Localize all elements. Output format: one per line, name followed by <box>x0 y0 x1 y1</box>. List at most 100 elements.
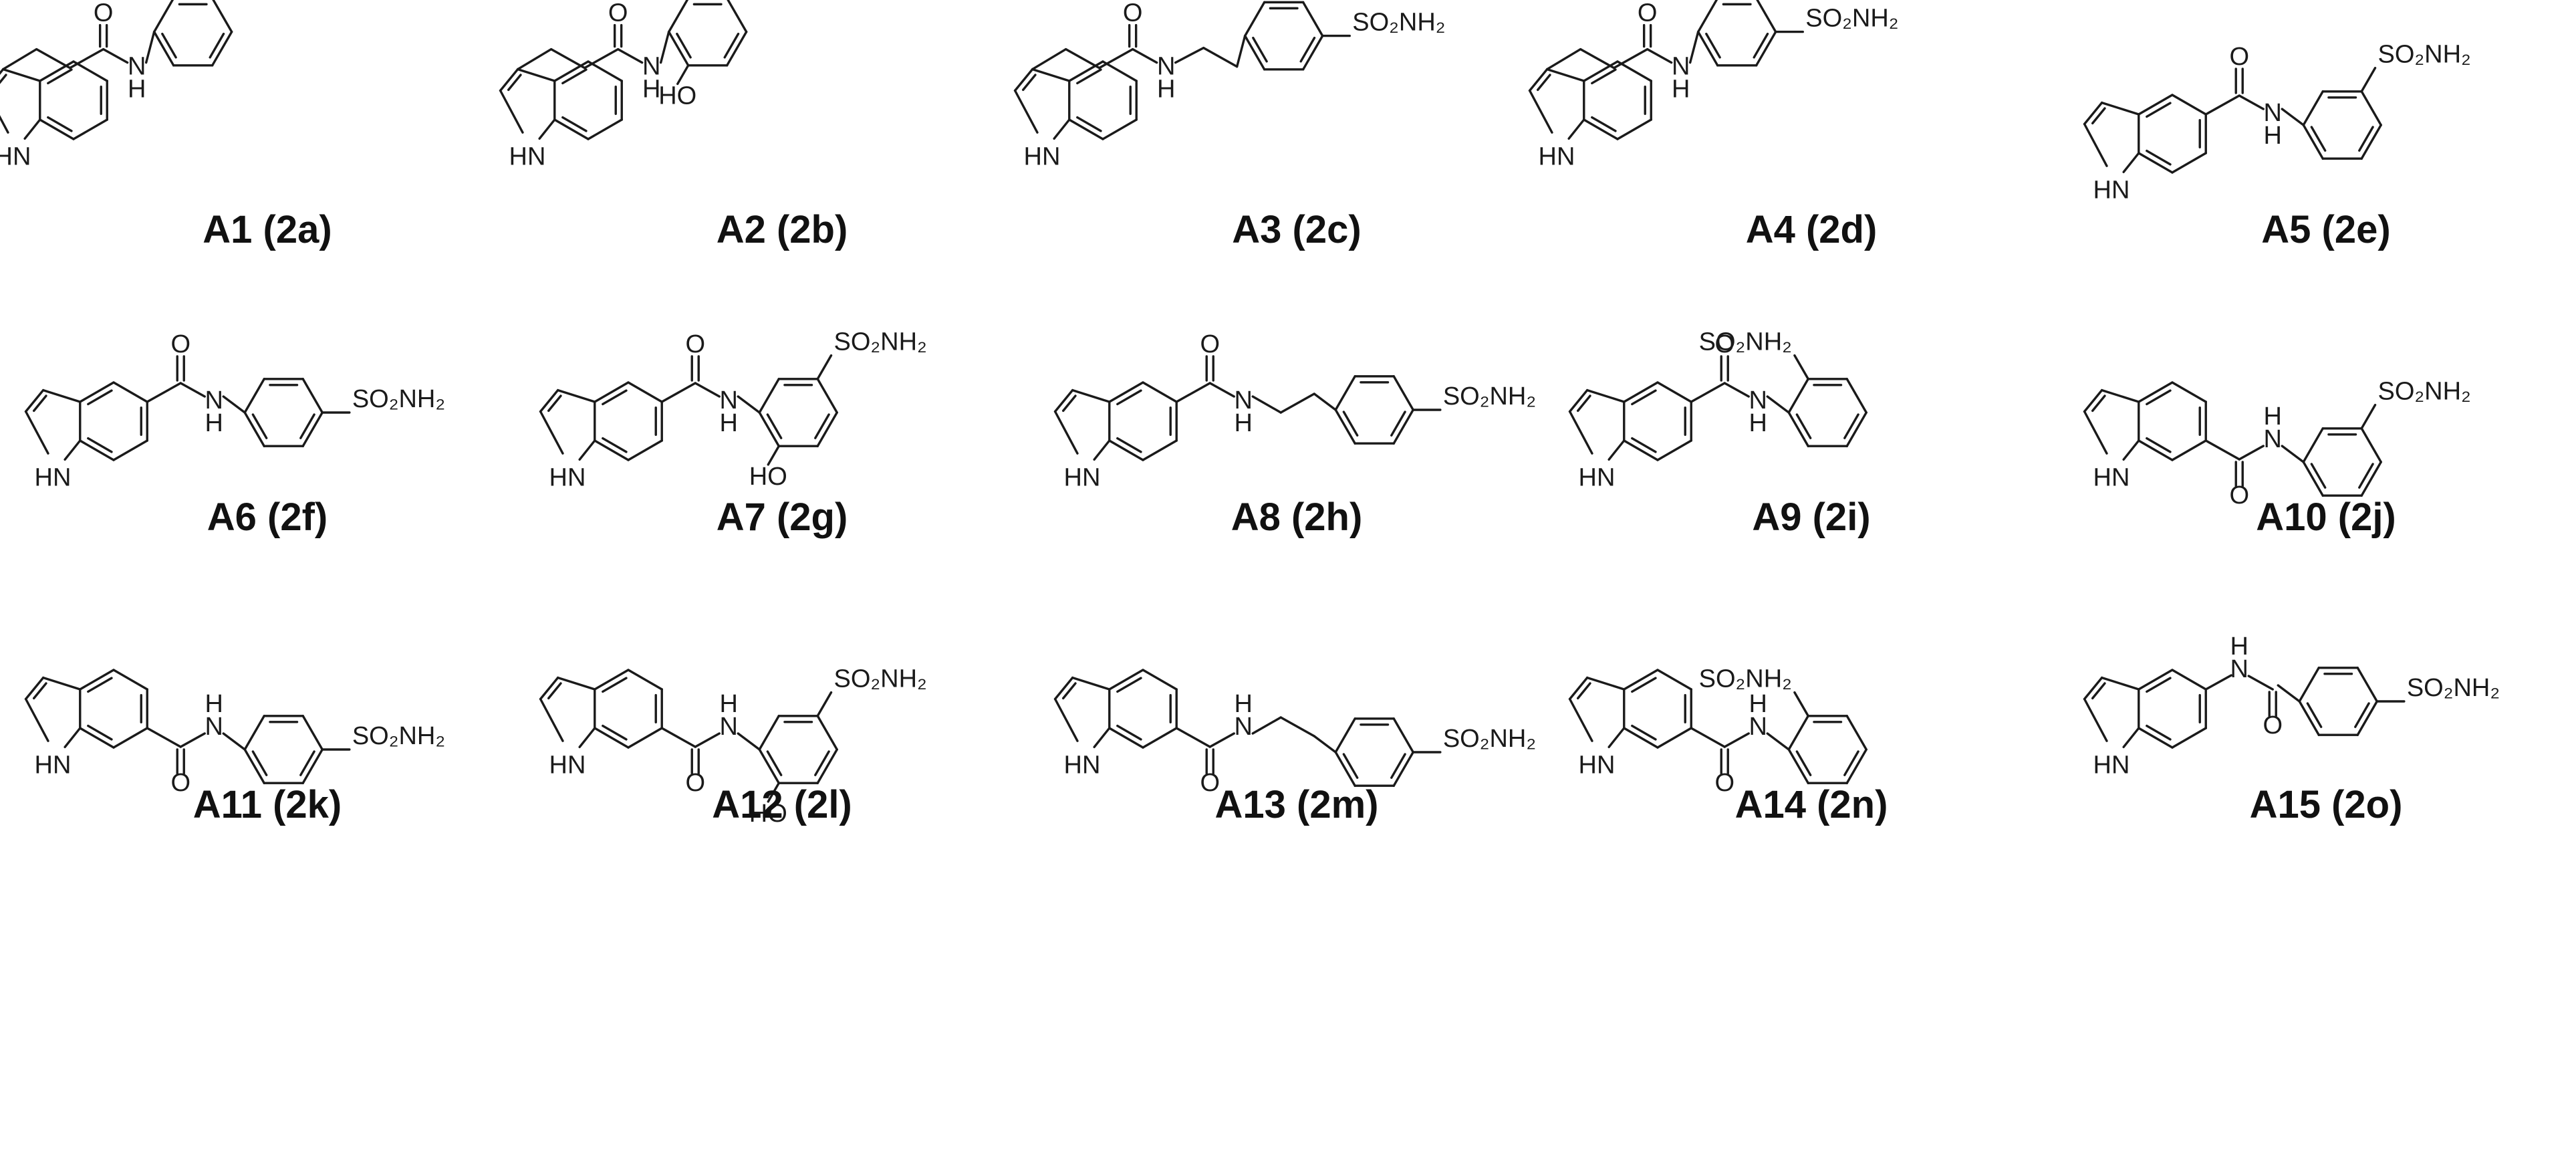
carbonyl-o-label: O <box>685 330 705 358</box>
nh-ring-label: HN <box>1579 464 1616 492</box>
bond-line <box>2146 437 2172 453</box>
bond-line <box>79 439 115 461</box>
bond-line <box>79 727 115 749</box>
bond-line <box>727 0 748 33</box>
carbonyl-o-label: O <box>1714 330 1734 358</box>
bond-line <box>47 68 73 85</box>
amide-h-label: H <box>1235 409 1253 437</box>
bond-line <box>578 439 596 461</box>
bond-line <box>539 410 564 455</box>
bond-line <box>1577 682 1591 700</box>
bond-line <box>72 60 108 82</box>
bond-line <box>627 381 663 403</box>
bond-line <box>2171 381 2207 403</box>
bond-line <box>2122 727 2140 748</box>
bond-line <box>1 68 41 82</box>
bond-line <box>2356 667 2378 703</box>
bond-line <box>39 60 75 82</box>
bond-line <box>816 354 833 380</box>
bond-line <box>2360 403 2377 430</box>
bond-line <box>1243 34 1266 71</box>
carbonyl-o-label: O <box>1200 769 1220 797</box>
bond-line <box>539 388 559 413</box>
bond-line <box>676 32 692 59</box>
bond-line <box>1607 439 1626 461</box>
bond-line <box>1062 682 1077 700</box>
bond-line <box>1102 118 1138 140</box>
bond-line <box>2122 439 2140 461</box>
sulfonamide-label: SO₂NH₂ <box>1699 328 1792 356</box>
bond-line <box>1787 715 1809 751</box>
bond-line <box>2306 702 2323 728</box>
bond-line <box>1631 437 1657 453</box>
bond-line <box>1623 669 1659 691</box>
bond-line <box>538 118 556 140</box>
bond-line <box>1656 381 1692 403</box>
bond-line <box>1766 395 1790 414</box>
bond-line <box>222 395 246 414</box>
carbonyl-o-label: O <box>685 769 705 797</box>
bond-line <box>767 782 780 803</box>
bond-line <box>301 378 324 414</box>
bond-line <box>553 118 590 140</box>
compound-label: A9 (2i) <box>1752 495 1871 539</box>
nh-ring-label: HN <box>35 464 72 492</box>
bond-line <box>1616 60 1652 82</box>
amide-h-label: H <box>205 690 223 718</box>
compound-label: A11 (2k) <box>192 783 342 826</box>
bond-line <box>602 724 628 741</box>
bond-line <box>1174 46 1205 64</box>
bond-line <box>1688 30 1700 64</box>
bond-line <box>499 68 519 92</box>
bond-line <box>0 68 5 75</box>
bond-line <box>251 750 268 776</box>
bond-line <box>1583 60 1619 82</box>
bond-line <box>1656 727 1692 749</box>
bond-line <box>1766 732 1790 751</box>
nh-ring-label: HN <box>0 143 31 171</box>
bond-line <box>102 47 129 64</box>
bond-line <box>1342 411 1359 437</box>
bond-line <box>1392 409 1414 445</box>
bond-line <box>1585 388 1626 403</box>
nh-ring-label: HN <box>35 752 72 780</box>
bond-line <box>627 669 663 691</box>
bond-line <box>2360 90 2382 126</box>
nh-ring-label: HN <box>1539 143 1575 171</box>
bond-line <box>1607 727 1626 748</box>
nh-ring-label: HN <box>509 143 546 171</box>
bond-line <box>2360 461 2382 497</box>
bond-line <box>814 413 830 439</box>
bond-line <box>814 750 830 776</box>
bond-line <box>1756 0 1777 33</box>
carbonyl-o-label: O <box>1123 0 1143 27</box>
bond-line <box>549 47 586 70</box>
bond-line <box>816 378 838 414</box>
bond-line <box>2281 445 2305 463</box>
amide-n-label: N <box>1672 53 1690 81</box>
bond-line <box>301 748 324 784</box>
bond-line <box>2138 381 2174 403</box>
bond-line <box>2138 727 2174 749</box>
bond-line <box>2360 66 2377 93</box>
bond-line <box>2298 667 2320 703</box>
nh-ring-label: HN <box>549 464 586 492</box>
bond-line <box>758 715 780 751</box>
bond-line <box>1334 717 1356 754</box>
bond-line <box>112 381 148 403</box>
bond-line <box>1787 378 1809 414</box>
bond-line <box>2302 427 2324 463</box>
bond-line <box>556 388 596 403</box>
bond-line <box>1013 68 1034 92</box>
sulfonamide-label: SO₂NH₂ <box>1443 725 1536 753</box>
bond-line <box>1334 751 1356 787</box>
sulfonamide-label: SO₂NH₂ <box>352 385 445 413</box>
carbonyl-o-label: O <box>2229 43 2249 71</box>
bond-line <box>499 89 524 134</box>
amide-n-label: N <box>1157 53 1175 81</box>
bond-line <box>2100 388 2140 403</box>
